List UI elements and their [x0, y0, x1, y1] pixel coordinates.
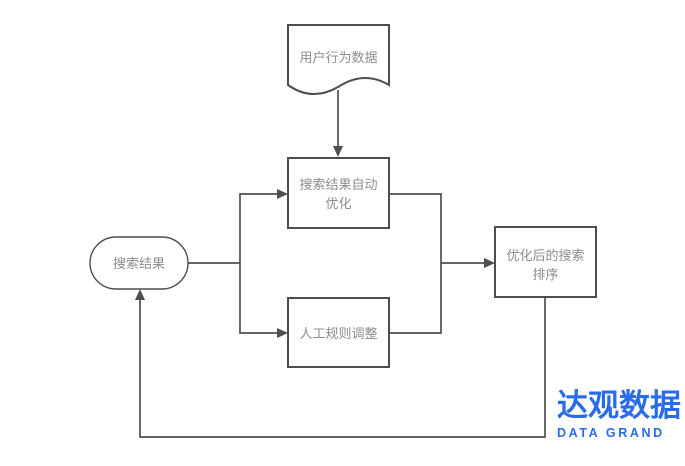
logo-english-name: DATA GRAND — [557, 425, 665, 440]
connector-manualrules-to-junction — [389, 263, 442, 334]
node-label: 用户行为数据 — [299, 50, 377, 65]
connector-split-to-manualrules — [239, 263, 288, 338]
node-label-line1: 搜索结果自动 — [299, 177, 377, 192]
node-label-line2: 排序 — [532, 267, 558, 282]
rectangle-shape — [494, 226, 597, 298]
node-label: 搜索结果 — [113, 256, 165, 271]
rounded-shape — [89, 236, 189, 290]
rectangle-shape — [287, 297, 390, 368]
connector-split-to-autooptimize — [239, 189, 288, 263]
node-user-behavior-data: 用户行为数据 — [287, 24, 390, 95]
node-label-line2: 优化 — [325, 196, 351, 211]
node-label: 人工规则调整 — [299, 326, 377, 341]
logo-chinese-name: 达观数据 — [557, 388, 681, 423]
node-label-line1: 优化后的搜索 — [506, 248, 584, 263]
datagrand-logo: 达观数据 DATA GRAND — [557, 388, 681, 440]
node-optimized-ranking: 优化后的搜索 排序 — [494, 226, 597, 298]
rectangle-shape — [287, 157, 390, 229]
connector-feedback-loop — [135, 289, 546, 438]
document-shape — [287, 24, 390, 95]
node-manual-rules: 人工规则调整 — [287, 297, 390, 368]
node-auto-optimize: 搜索结果自动 优化 — [287, 157, 390, 229]
connector-autooptimize-to-junction — [389, 193, 442, 263]
node-search-results: 搜索结果 — [89, 236, 189, 290]
